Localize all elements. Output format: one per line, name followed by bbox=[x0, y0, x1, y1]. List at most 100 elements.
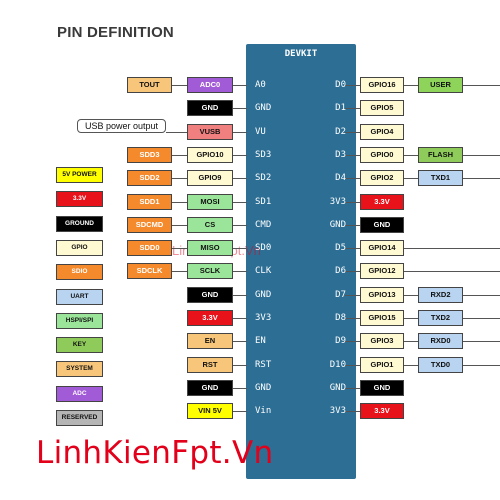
board-pin-label: D0 bbox=[335, 80, 346, 90]
legend-key: KEY bbox=[56, 337, 103, 354]
legend-gpio: GPIO bbox=[56, 239, 103, 256]
left-pin-line bbox=[233, 248, 247, 250]
pin-box-usb: VUSB bbox=[187, 123, 233, 140]
right-pin-line bbox=[345, 85, 360, 86]
legend-power_5v: 5V POWER bbox=[56, 167, 103, 183]
right-pin-line bbox=[463, 341, 500, 343]
pin-box-gpio: GPIO4 bbox=[360, 123, 404, 140]
left-pin-line bbox=[233, 411, 247, 413]
board-pin-label: RST bbox=[255, 359, 272, 370]
pin-box-gpio: GPIO0 bbox=[360, 146, 404, 163]
legend-sdio: SDIO bbox=[56, 264, 103, 281]
pin-box-uart: TXD0 bbox=[418, 356, 463, 373]
right-pin-line bbox=[463, 178, 500, 180]
pin-box-ground: GND bbox=[360, 216, 404, 233]
pin-box-ground: GND bbox=[360, 379, 404, 396]
pin-box-sdio: SDD3 bbox=[127, 146, 172, 163]
devkit-board bbox=[246, 44, 356, 479]
left-pin-line bbox=[233, 294, 247, 296]
board-pin-label: VU bbox=[255, 126, 266, 137]
pin-box-power_3v3: 3.3V bbox=[360, 193, 404, 210]
pin-box-power_3v3: 3.3V bbox=[360, 403, 404, 420]
pin-box-power_3v3: 3.3V bbox=[187, 310, 233, 326]
left-pin-line bbox=[233, 364, 247, 366]
pin-box-gpio: GPIO2 bbox=[360, 170, 404, 187]
right-pin-line bbox=[345, 387, 360, 389]
board-title: DEVKIT bbox=[284, 49, 318, 59]
pin-box-sdio: SDCMD bbox=[127, 216, 172, 233]
pin-box-ground: GND bbox=[187, 286, 233, 303]
pin-box-gpio: GPIO15 bbox=[360, 310, 404, 326]
board-pin-label: A0 bbox=[255, 80, 266, 90]
diagram-title: PIN DEFINITION bbox=[57, 24, 174, 41]
pin-box-sdio: SDD0 bbox=[127, 240, 172, 257]
board-pin-label: SD0 bbox=[255, 243, 272, 254]
left-pin-line bbox=[233, 318, 247, 319]
board-pin-label: D6 bbox=[335, 266, 346, 277]
left-pin-line bbox=[172, 85, 187, 86]
right-pin-line bbox=[345, 364, 360, 366]
pin-box-hspi: MISO bbox=[187, 240, 233, 257]
board-pin-label: GND bbox=[255, 103, 272, 114]
right-pin-line bbox=[463, 318, 500, 319]
left-pin-line bbox=[172, 201, 187, 203]
left-pin-line bbox=[233, 108, 247, 110]
pin-box-sdio: SDCLK bbox=[127, 263, 172, 280]
left-pin-line bbox=[233, 131, 247, 133]
pin-box-system: RST bbox=[187, 356, 233, 373]
pin-box-user: USER bbox=[418, 77, 463, 93]
board-pin-label: CMD bbox=[255, 219, 272, 230]
board-pin-label: D9 bbox=[335, 336, 346, 347]
board-pin-label: 3V3 bbox=[329, 406, 346, 417]
pin-box-gpio: GPIO14 bbox=[360, 240, 404, 257]
pin-box-power_5v: VIN 5V bbox=[187, 403, 233, 420]
board-pin-label: GND bbox=[255, 382, 272, 393]
brand-text: LinhKienFpt.Vn bbox=[36, 435, 274, 471]
right-pin-line bbox=[404, 178, 418, 180]
right-pin-line bbox=[345, 178, 360, 180]
pin-box-hspi: CS bbox=[187, 216, 233, 233]
left-pin-line bbox=[233, 224, 247, 226]
left-pin-line bbox=[233, 387, 247, 389]
pin-box-uart: RXD2 bbox=[418, 286, 463, 303]
right-pin-line bbox=[463, 85, 500, 86]
right-pin-line bbox=[345, 248, 360, 250]
legend-hspi: HSPI/SPI bbox=[56, 312, 103, 329]
right-pin-line bbox=[404, 294, 418, 296]
pin-box-gpio: GPIO9 bbox=[187, 170, 233, 187]
pin-box-gpio: GPIO16 bbox=[360, 77, 404, 93]
board-pin-label: SD2 bbox=[255, 173, 272, 184]
right-pin-line bbox=[345, 154, 360, 156]
pin-box-gpio: GPIO3 bbox=[360, 333, 404, 350]
right-pin-line bbox=[345, 131, 360, 133]
pin-box-ground: GND bbox=[187, 100, 233, 117]
usb-power-callout: USB power output bbox=[77, 119, 166, 133]
legend-adc: ADC bbox=[56, 385, 103, 402]
board-pin-label: D7 bbox=[335, 289, 346, 300]
board-pin-label: D2 bbox=[335, 126, 346, 137]
board-pin-label: D4 bbox=[335, 173, 346, 184]
left-pin-line bbox=[172, 154, 187, 156]
board-pin-label: D8 bbox=[335, 313, 346, 323]
right-pin-line bbox=[345, 411, 360, 413]
right-pin-line bbox=[404, 154, 418, 156]
pin-box-uart: TXD1 bbox=[418, 170, 463, 187]
legend-reserved: RESERVED bbox=[56, 410, 103, 426]
left-pin-line bbox=[172, 178, 187, 180]
right-pin-line bbox=[463, 294, 500, 296]
right-pin-line bbox=[345, 108, 360, 110]
left-pin-line bbox=[172, 248, 187, 250]
pin-box-gpio: GPIO13 bbox=[360, 286, 404, 303]
pin-box-ground: GND bbox=[187, 379, 233, 396]
right-pin-line bbox=[404, 248, 500, 250]
board-pin-label: 3V3 bbox=[255, 313, 272, 323]
left-pin-line bbox=[233, 154, 247, 156]
board-pin-label: Vin bbox=[255, 406, 272, 417]
pin-box-gpio: GPIO5 bbox=[360, 100, 404, 117]
board-pin-label: EN bbox=[255, 336, 266, 347]
left-pin-line bbox=[172, 224, 187, 226]
pin-box-adc: ADC0 bbox=[187, 77, 233, 93]
right-pin-line bbox=[404, 364, 418, 366]
board-pin-label: D5 bbox=[335, 243, 346, 254]
